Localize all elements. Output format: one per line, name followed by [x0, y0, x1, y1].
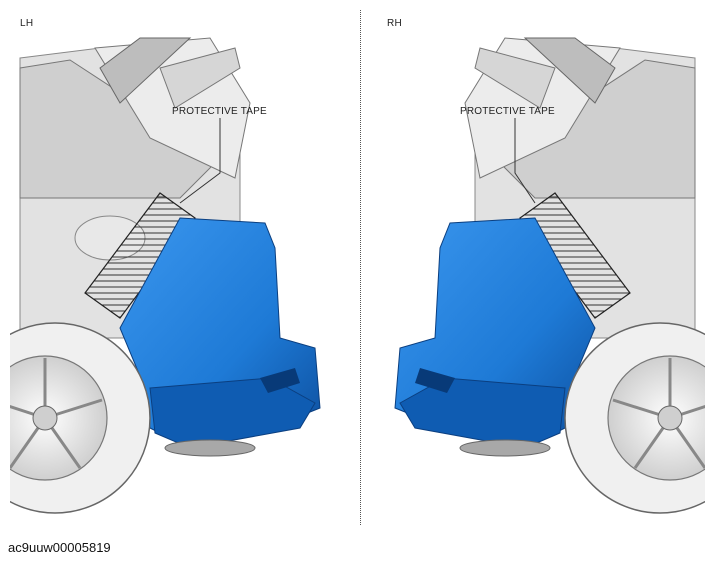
protective-tape	[84, 192, 196, 319]
window-area	[494, 59, 696, 199]
exhaust	[459, 439, 551, 457]
callout-leader	[514, 118, 536, 204]
exhaust	[164, 439, 256, 457]
rear-glass	[474, 47, 556, 109]
rh-label: RH	[387, 18, 403, 29]
rh-panel: RH PROTECTIVE TAPE	[365, 8, 705, 523]
rim	[607, 355, 705, 481]
spoiler	[99, 37, 192, 104]
rh-illustration	[394, 37, 705, 514]
hub	[32, 405, 58, 431]
lh-label: LH	[20, 18, 34, 29]
bumper-reflector	[260, 368, 300, 393]
protective-tape	[519, 192, 631, 319]
rear-glass	[159, 47, 241, 109]
lh-panel: LH PROTECTIVE TAPE	[10, 8, 350, 523]
rim	[10, 355, 108, 481]
window-area	[19, 59, 221, 199]
lh-illustration	[10, 37, 321, 514]
bumper-reflector	[415, 368, 455, 393]
hub	[657, 405, 683, 431]
callout-leader	[179, 118, 221, 204]
rh-protective-tape-label: PROTECTIVE TAPE	[460, 106, 555, 117]
spoiler	[523, 37, 616, 104]
center-divider	[360, 10, 361, 525]
figure-id-caption: ac9uuw00005819	[8, 540, 111, 555]
lh-protective-tape-label: PROTECTIVE TAPE	[172, 106, 267, 117]
